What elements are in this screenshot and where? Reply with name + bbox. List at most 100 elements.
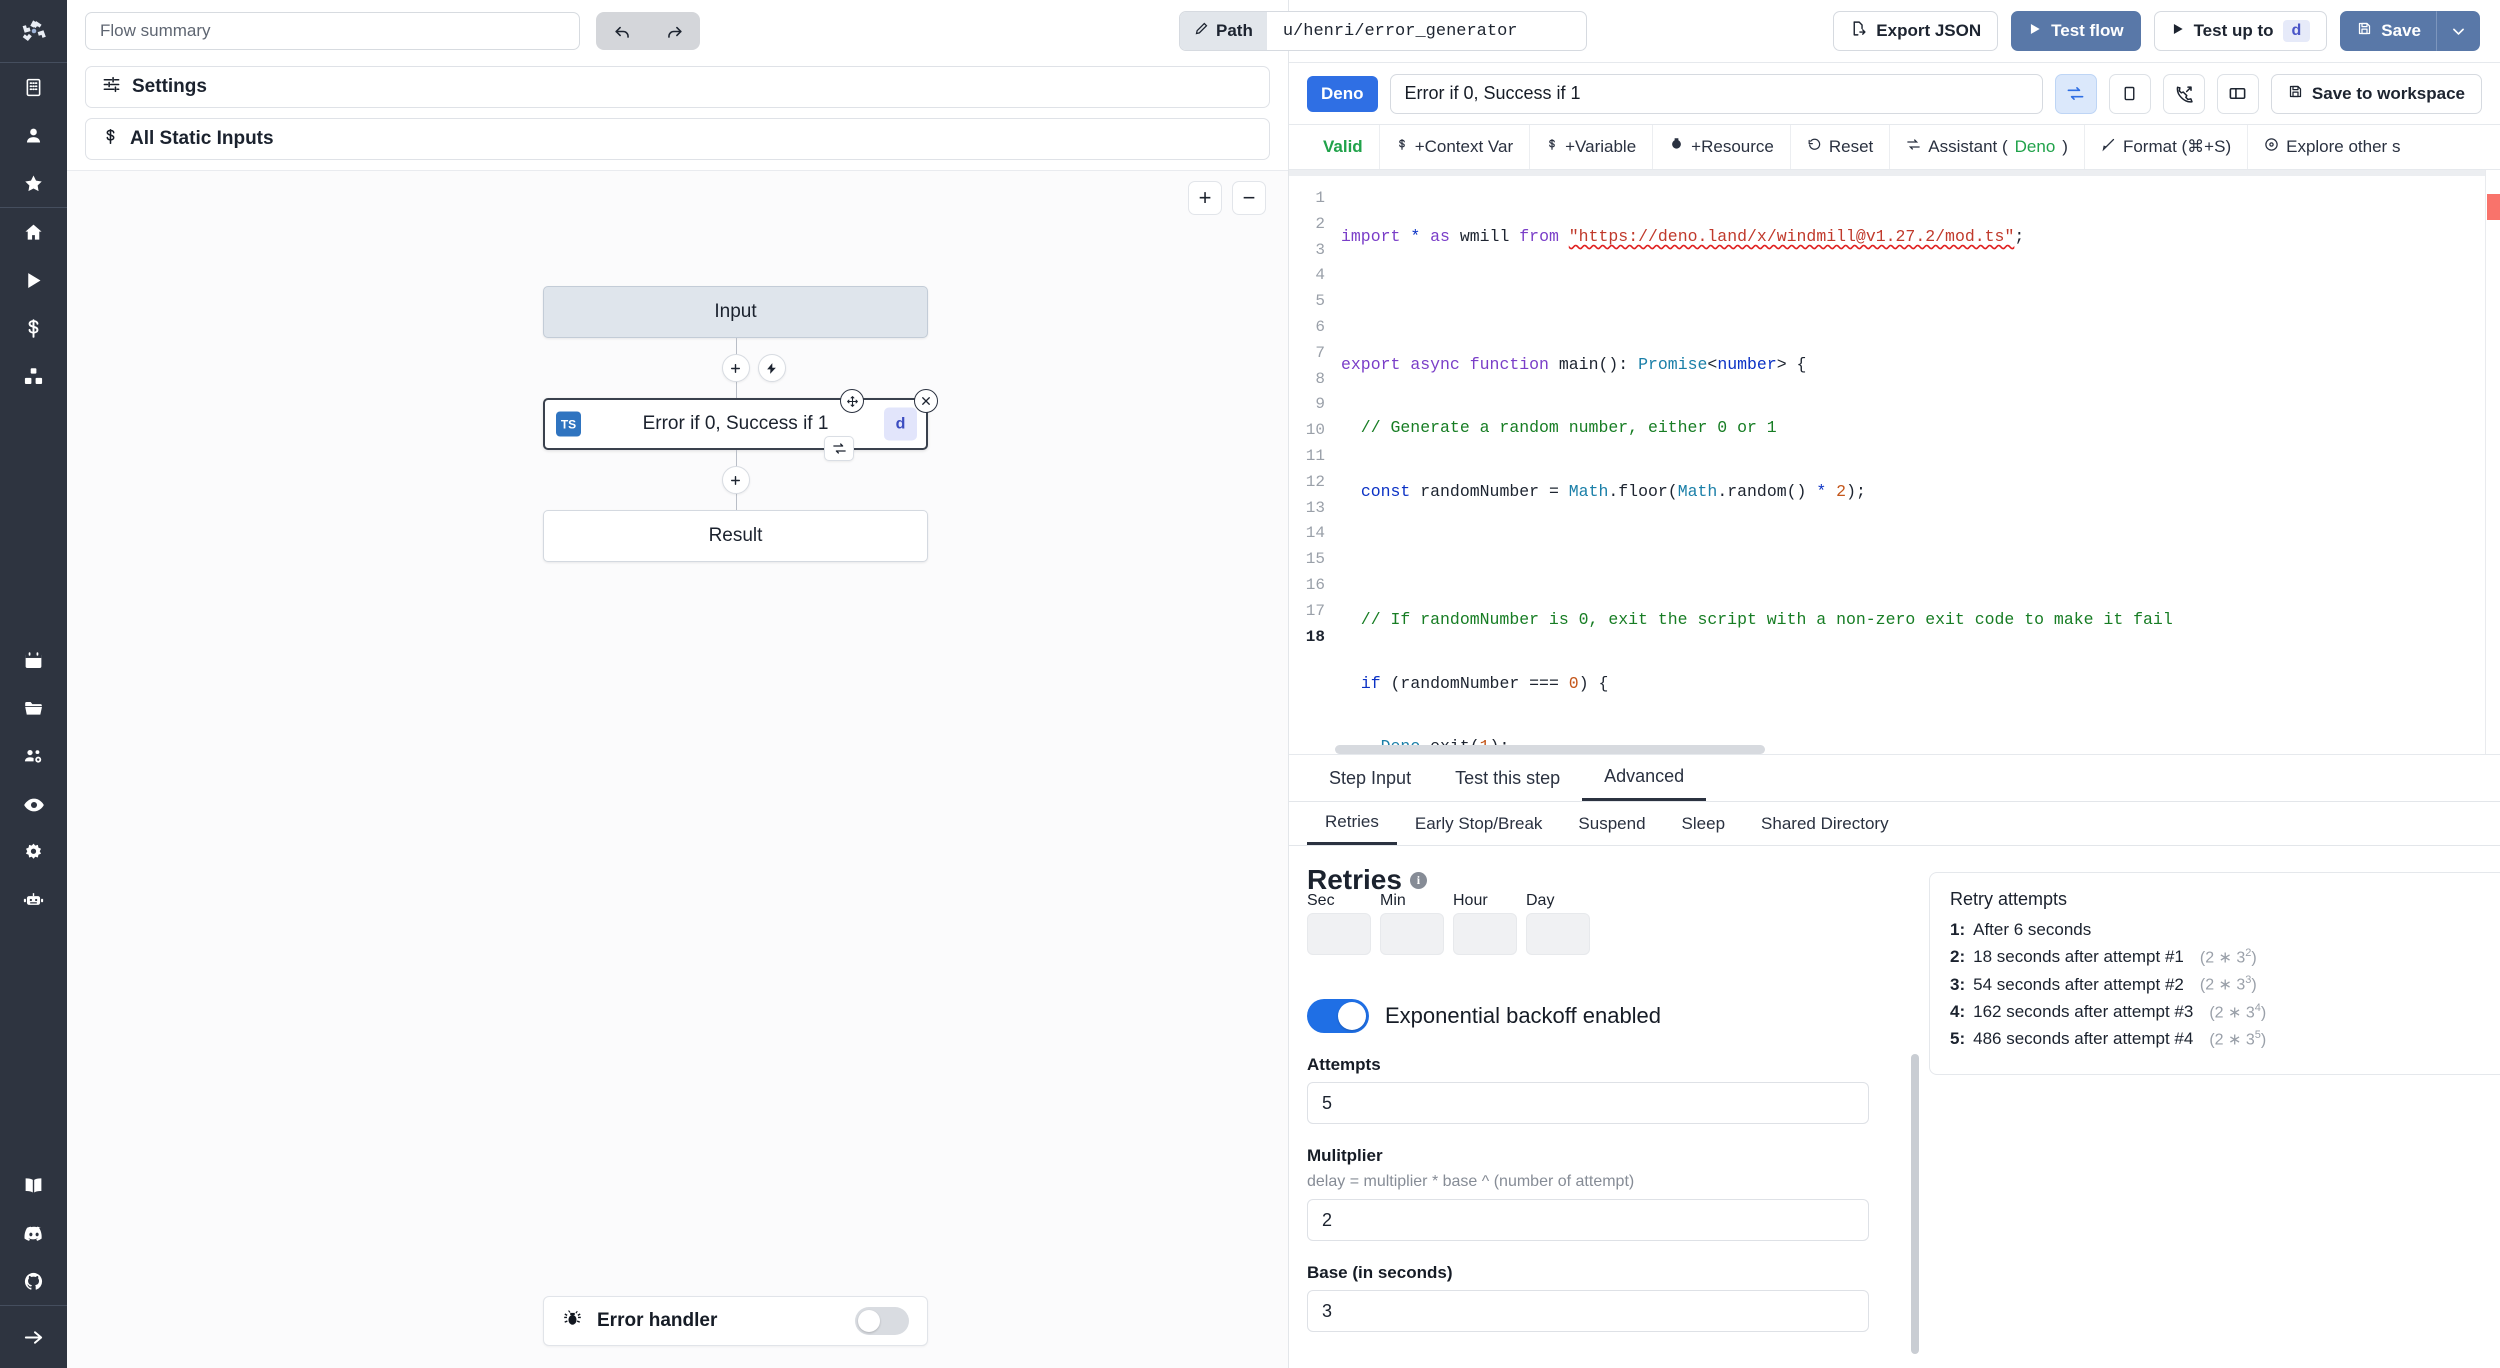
test-flow-button[interactable]: Test flow: [2011, 11, 2141, 51]
subtab-early-stop-break[interactable]: Early Stop/Break: [1414, 813, 1543, 833]
tab-test-this-step[interactable]: Test this step: [1455, 767, 1561, 788]
zoom-out-button[interactable]: −: [1232, 181, 1266, 215]
code-line: [1341, 288, 2500, 314]
assistant-button[interactable]: Assistant (Deno): [1890, 125, 2085, 169]
subtab-retries[interactable]: Retries: [1307, 802, 1397, 845]
explore-other-scripts[interactable]: Explore other s: [2248, 125, 2416, 169]
duration-sec-input[interactable]: [1307, 913, 1371, 955]
zoom-in-button[interactable]: +: [1188, 181, 1222, 215]
close-icon[interactable]: [914, 389, 938, 413]
error-marker[interactable]: [2487, 194, 2500, 220]
retry-attempt-formula: (2 ∗ 33): [2199, 974, 2257, 994]
script-editor-pane: Export JSON Test flow Test up to d: [1289, 0, 2500, 1368]
attempts-input[interactable]: 5: [1307, 1082, 1869, 1124]
undo-icon[interactable]: [596, 12, 648, 50]
reload-button[interactable]: [2054, 73, 2097, 114]
format-button[interactable]: Format (⌘+S): [2085, 125, 2249, 169]
base-input[interactable]: 3: [1307, 1290, 1869, 1332]
retry-icon[interactable]: [824, 436, 854, 461]
code-line: // Generate a random number, either 0 or…: [1341, 418, 1777, 438]
flow-node-step[interactable]: TS Error if 0, Success if 1 d: [543, 389, 938, 461]
sidebar-item-user[interactable]: [0, 111, 67, 159]
editor-vertical-scrollbar[interactable]: [2485, 170, 2486, 754]
save-to-workspace-button[interactable]: Save to workspace: [2270, 73, 2482, 114]
path-field[interactable]: Path u/henri/error_generator: [1179, 11, 1587, 51]
add-resource[interactable]: +Resource: [1653, 125, 1791, 169]
retries-form-scrollbar[interactable]: [1911, 1054, 1919, 1354]
sidebar-item-schedules[interactable]: [0, 637, 67, 685]
save-button[interactable]: Save: [2340, 11, 2436, 51]
editor-horizontal-scrollbar[interactable]: [1335, 745, 2484, 754]
export-json-button[interactable]: Export JSON: [1833, 11, 1999, 51]
sidebar-item-workspace[interactable]: [0, 63, 67, 111]
error-handler-toggle[interactable]: [855, 1307, 909, 1335]
expand-sidebar-button[interactable]: [0, 1306, 67, 1368]
test-up-to-button[interactable]: Test up to d: [2153, 11, 2328, 51]
plus-icon[interactable]: [721, 354, 750, 382]
sidebar-item-discord[interactable]: [0, 1209, 67, 1257]
retries-heading-text: Retries: [1307, 864, 1402, 895]
subtab-sleep[interactable]: Sleep: [1681, 813, 1726, 833]
path-label-group: Path: [1180, 12, 1267, 50]
code-line: import * as wmill from "https://deno.lan…: [1341, 227, 2025, 246]
add-context-var[interactable]: +Context Var: [1380, 125, 1531, 169]
add-variable-label: +Variable: [1565, 137, 1637, 156]
sidebar-item-audit-logs[interactable]: [0, 781, 67, 829]
sidebar-item-favorites[interactable]: [0, 159, 67, 207]
bolt-icon[interactable]: [757, 354, 786, 382]
line-number-current: 18: [1305, 627, 1325, 646]
retry-attempt-text: After 6 seconds: [1973, 920, 2092, 939]
code-editor[interactable]: 1 2 3 4 5 6 7 8 9 10 11 12 13 14 15 16 1…: [1289, 170, 2500, 755]
duration-day-input[interactable]: [1526, 913, 1590, 955]
flow-node-result[interactable]: Result: [543, 510, 928, 562]
sidebar-item-resources[interactable]: [0, 352, 67, 400]
flow-canvas[interactable]: + − Input: [67, 170, 1288, 1368]
editor-toolbar: Valid +Context Var +Variable: [1289, 124, 2500, 170]
line-number: 7: [1315, 343, 1325, 362]
code-content[interactable]: import * as wmill from "https://deno.lan…: [1335, 170, 2500, 754]
reset-label: Reset: [1828, 137, 1874, 156]
add-variable[interactable]: +Variable: [1530, 125, 1654, 169]
sidebar-item-variables[interactable]: [0, 304, 67, 352]
windmill-logo-icon[interactable]: [0, 0, 67, 62]
path-value[interactable]: u/henri/error_generator: [1282, 21, 1518, 41]
exponential-backoff-toggle[interactable]: [1307, 999, 1369, 1033]
connector-step-to-result: [543, 450, 928, 510]
move-icon[interactable]: [840, 389, 864, 413]
multiplier-input[interactable]: 2: [1307, 1199, 1869, 1241]
sidebar-divider-1: [0, 207, 67, 208]
subtab-shared-directory[interactable]: Shared Directory: [1761, 813, 1889, 833]
panel-button[interactable]: [2108, 73, 2151, 114]
sidebar-item-settings[interactable]: [0, 829, 67, 877]
subtab-suspend[interactable]: Suspend: [1578, 813, 1646, 833]
tab-advanced[interactable]: Advanced: [1582, 755, 1707, 801]
info-icon[interactable]: i: [1409, 871, 1427, 889]
duration-hour-label: Hour: [1453, 892, 1488, 909]
settings-row[interactable]: Settings: [85, 66, 1270, 108]
tab-step-input[interactable]: Step Input: [1329, 767, 1412, 788]
sidebar-item-groups[interactable]: [0, 733, 67, 781]
sidebar-item-workers[interactable]: [0, 877, 67, 925]
editor-top-grip[interactable]: [1289, 170, 2500, 176]
chevron-down-icon[interactable]: [2436, 11, 2480, 51]
script-name-input[interactable]: Error if 0, Success if 1: [1389, 73, 2043, 114]
sidebar-item-runs[interactable]: [0, 256, 67, 304]
code-line: if (randomNumber === 0) {: [1360, 673, 1609, 693]
reset-button[interactable]: Reset: [1791, 125, 1891, 169]
sidebar-item-folders[interactable]: [0, 685, 67, 733]
sidebar-item-github[interactable]: [0, 1257, 67, 1305]
hooks-button[interactable]: [2162, 73, 2205, 114]
layout-button[interactable]: [2216, 73, 2259, 114]
all-static-inputs-row[interactable]: All Static Inputs: [85, 118, 1270, 160]
sidebar-item-docs[interactable]: [0, 1161, 67, 1209]
sidebar-item-home[interactable]: [0, 208, 67, 256]
flow-summary-input[interactable]: Flow summary: [85, 12, 580, 50]
duration-min-input[interactable]: [1380, 913, 1444, 955]
plus-icon[interactable]: [721, 466, 750, 494]
redo-icon[interactable]: [648, 12, 700, 50]
duration-hour-input[interactable]: [1453, 913, 1517, 955]
multiplier-value: 2: [1322, 1209, 1333, 1230]
flow-node-input[interactable]: Input: [543, 286, 928, 338]
retry-attempt-text: 486 seconds after attempt #4: [1973, 1029, 2194, 1049]
